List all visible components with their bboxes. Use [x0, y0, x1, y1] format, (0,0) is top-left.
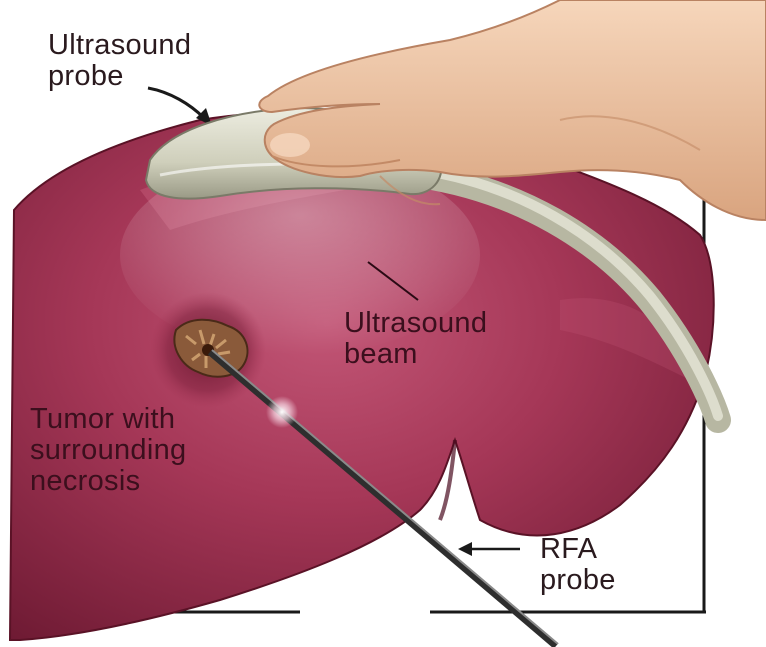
label-ultrasound-beam: Ultrasound beam	[344, 308, 487, 370]
tumor-icon	[150, 292, 266, 408]
label-ultrasound-probe: Ultrasound probe	[48, 30, 191, 92]
label-rfa-probe: RFA probe	[540, 534, 616, 596]
ultrasound-probe-pointer	[148, 88, 212, 126]
rfa-probe-pointer	[458, 542, 520, 556]
label-tumor-with-necrosis: Tumor with surrounding necrosis	[30, 404, 186, 497]
